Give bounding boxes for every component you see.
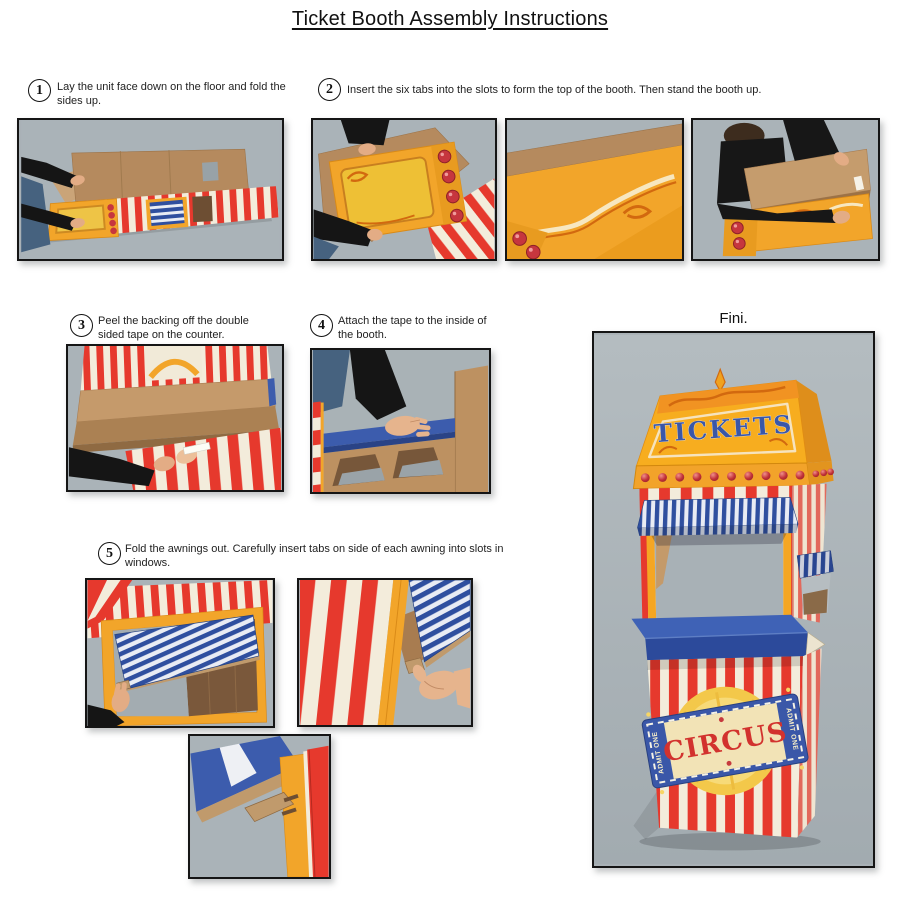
step-5-photo-3 [188,734,331,879]
step-2-number-badge: 2 [318,78,341,101]
counter-shelf [631,614,826,661]
step-1-number-badge: 1 [28,79,51,102]
step-5-photo-1-art [87,580,273,726]
page-title: Ticket Booth Assembly Instructions [291,8,609,30]
step-5-photo-2-art [299,580,471,725]
step-2-photo-3 [691,118,880,261]
step-5-photo-2 [297,578,473,727]
ticket-booth-illustration: TICKETS [631,367,834,838]
step-3-photo-art [68,346,282,490]
finished-booth-art: TICKETS [594,334,873,865]
step-4-photo-art [312,350,489,492]
finished-booth-photo: TICKETS [592,331,875,868]
step-2-photo-2 [505,118,684,261]
tickets-marquee: TICKETS [635,367,832,467]
step-3-text: Peel the backing off the double sided ta… [98,315,249,342]
step-1-text: Lay the unit face down on the floor and … [57,81,286,108]
circus-emblem: CIRCUS ADMIT ONE ADMIT ONE [641,686,809,796]
step-5-number-badge: 5 [98,542,121,565]
step-1-photo-art [21,120,280,259]
step-5-text: Fold the awnings out. Carefully insert t… [125,543,504,570]
step-5-photo-1 [85,578,275,728]
step-2-photo-1 [311,118,497,261]
step-4-number-badge: 4 [310,314,333,337]
fini-label: Fini. [719,310,748,327]
step-2-photo-1-art [313,120,495,259]
step-5-photo-3-art [190,736,329,877]
step-4-text: Attach the tape to the inside of the boo… [338,315,487,342]
bulb-band [632,460,834,490]
window-awning [636,497,799,546]
step-1-photo [17,118,284,261]
step-3-photo [66,344,284,492]
step-2-text: Insert the six tabs into the slots to fo… [347,84,762,96]
step-2-photo-2-art [507,120,682,259]
side-awning [796,550,834,579]
step-2-photo-3-art [693,120,878,259]
step-4-photo [310,348,491,494]
step-3-number-badge: 3 [70,314,93,337]
